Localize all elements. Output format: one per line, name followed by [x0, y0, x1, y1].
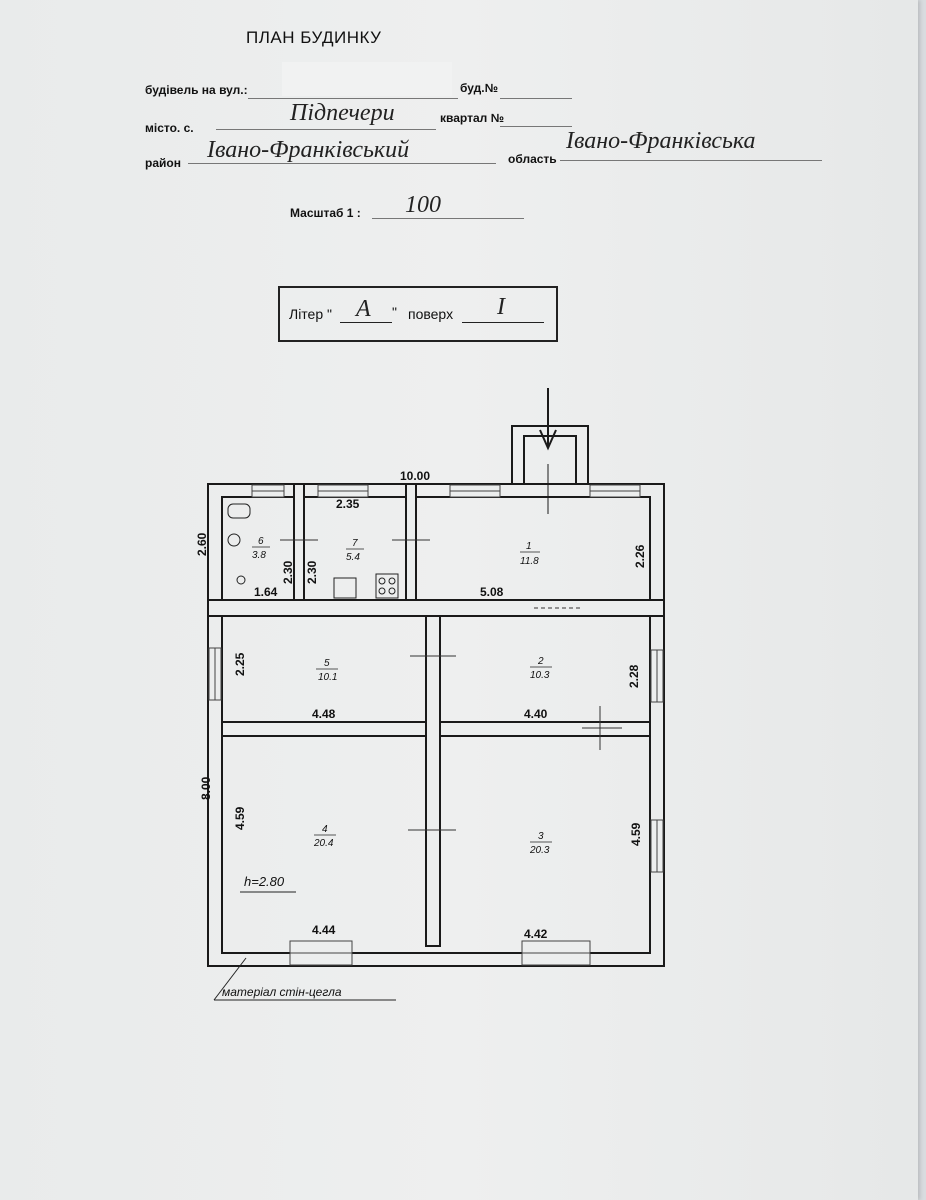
svg-text:4: 4 [322, 824, 328, 835]
svg-text:6: 6 [258, 536, 264, 547]
dim-room4-width: 4.44 [312, 923, 336, 937]
svg-text:5.4: 5.4 [346, 552, 360, 563]
letter-suffix: " [392, 304, 397, 320]
room-3-label: 3 20.3 [529, 831, 552, 856]
svg-text:7: 7 [352, 538, 358, 549]
svg-text:2: 2 [537, 656, 544, 667]
fixtures [227, 503, 399, 599]
dim-corridor: 5.08 [480, 585, 504, 599]
material-note: матеріал стін-цегла [222, 985, 342, 999]
scale-value: 100 [405, 192, 441, 218]
svg-text:20.3: 20.3 [529, 845, 550, 856]
svg-text:5: 5 [324, 658, 330, 669]
dim-room4-height: 4.59 [233, 806, 247, 830]
entrance-porch [511, 388, 589, 514]
street-redaction [282, 62, 452, 96]
svg-text:3.8: 3.8 [252, 550, 266, 561]
dim-room6-7-wall: 2.35 [336, 497, 360, 511]
letter-value: А [356, 296, 371, 322]
street-label: будівель на вул.: [145, 83, 248, 97]
dim-room7-height: 2.30 [305, 560, 319, 584]
dim-top-width: 10.00 [400, 469, 430, 483]
page-title: ПЛАН БУДИНКУ [246, 28, 382, 47]
room-2-label: 2 10.3 [530, 656, 552, 681]
dim-room6-height: 2.30 [281, 560, 295, 584]
dim-room5-width: 4.48 [312, 707, 336, 721]
svg-text:20.4: 20.4 [313, 838, 334, 849]
region-value: Івано-Франківська [566, 128, 756, 154]
dim-left-upper: 2.60 [195, 532, 209, 556]
letter-label: Літер " [289, 306, 332, 322]
house-number-label: буд.№ [460, 81, 498, 95]
city-value: Підпечери [290, 100, 395, 126]
letter-floor-box [278, 286, 558, 342]
dim-room2-width: 4.40 [524, 707, 548, 721]
windows [208, 484, 664, 966]
walls [207, 483, 665, 967]
room-5-label: 5 10.1 [316, 658, 338, 683]
room-7-label: 7 5.4 [346, 538, 364, 563]
svg-text:10.1: 10.1 [318, 672, 337, 683]
district-value: Івано-Франківський [207, 137, 410, 163]
city-label: місто. с. [145, 121, 194, 135]
svg-text:10.3: 10.3 [530, 670, 550, 681]
dim-left-total: 8.00 [199, 776, 213, 800]
letter-prefix: Літер " [289, 306, 332, 322]
door-marks [280, 539, 622, 831]
dim-room3-width: 4.42 [524, 927, 548, 941]
scale-label: Масштаб 1 : [290, 206, 361, 220]
district-label: район [145, 156, 181, 170]
dim-room5-height: 2.25 [233, 652, 247, 676]
svg-text:3: 3 [538, 831, 544, 842]
floor-label: поверх [408, 306, 454, 322]
room-6-label: 6 3.8 [252, 536, 270, 561]
dim-room1-height: 2.26 [633, 544, 647, 568]
svg-text:11.8: 11.8 [520, 556, 539, 567]
ceiling-height: h=2.80 [244, 874, 285, 889]
svg-text:1: 1 [526, 541, 532, 552]
block-label: квартал № [440, 111, 504, 125]
dim-room2-height: 2.28 [627, 664, 641, 688]
room-4-label: 4 20.4 [313, 824, 336, 849]
floor-value: I [497, 294, 505, 320]
room-1-label: 1 11.8 [520, 541, 540, 567]
dim-room3-height: 4.59 [629, 822, 643, 846]
dim-room6-width: 1.64 [254, 585, 278, 599]
region-label: область [508, 152, 557, 166]
